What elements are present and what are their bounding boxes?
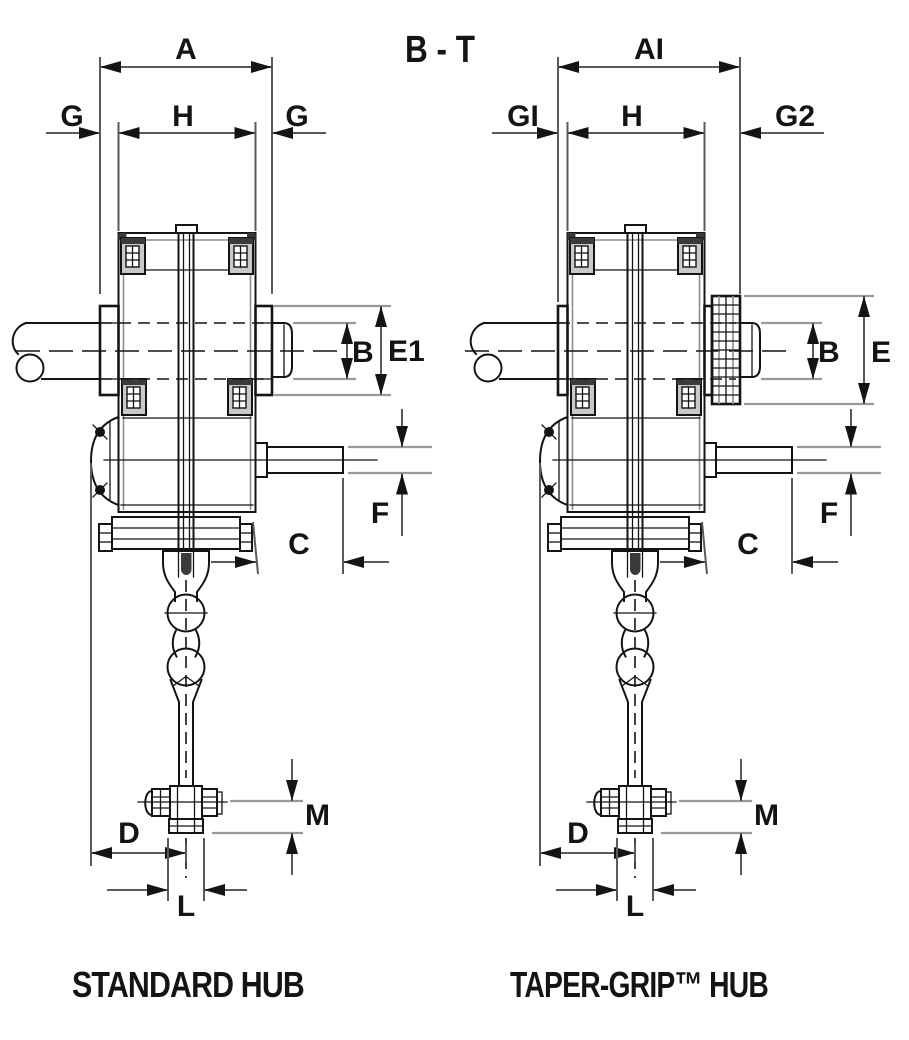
dim-hub-diameter: E	[744, 294, 891, 406]
figure-standard-hub: A G G B	[11, 33, 432, 1005]
dim-gap-left: G	[46, 100, 100, 139]
dim-gap-left: GI	[492, 100, 558, 139]
dim-bore: B	[293, 321, 374, 381]
drawing-title: B - T	[405, 29, 475, 71]
dim-hub-diameter: E1	[274, 304, 425, 397]
dim-bore: B	[761, 321, 840, 381]
dim-label-e: E	[871, 336, 891, 369]
dim-overall-width: AI	[557, 33, 741, 302]
dim-label-g2: G2	[775, 100, 815, 133]
dim-label-e1: E1	[388, 335, 425, 368]
caption-standard-hub: STANDARD HUB	[72, 964, 304, 1005]
dim-label-b: B	[818, 336, 840, 369]
dim-label-gi: GI	[507, 100, 539, 133]
taper-grip-collar	[710, 294, 742, 406]
dim-label-g-right: G	[285, 100, 308, 133]
dim-label-g-left: G	[60, 100, 83, 133]
dim-overall-width: A	[99, 33, 273, 294]
dim-gap-right: G2	[740, 100, 824, 139]
dim-label-b: B	[352, 336, 374, 369]
dim-label-ai: AI	[634, 33, 664, 66]
dim-label-a: A	[175, 33, 197, 66]
caption-taper-grip-hub: TAPER-GRIP™ HUB	[510, 964, 768, 1005]
dim-gap-right: G	[272, 100, 326, 139]
figure-taper-grip-hub: AI GI G2	[465, 33, 891, 1005]
